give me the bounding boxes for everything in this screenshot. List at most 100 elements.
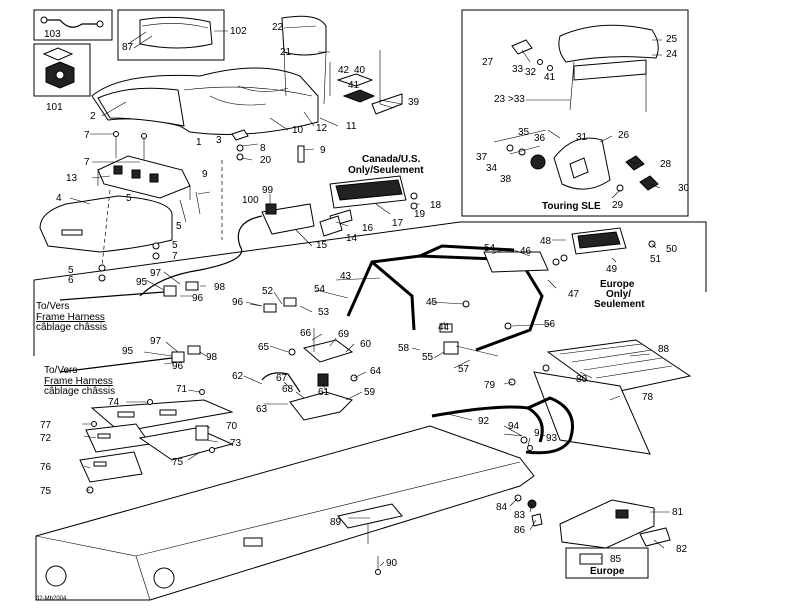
seat-assembly bbox=[91, 67, 319, 135]
callout-39: 39 bbox=[408, 97, 420, 108]
callout-81: 81 bbox=[672, 507, 684, 518]
callout-20: 20 bbox=[260, 155, 272, 166]
callout-42: 42 bbox=[338, 65, 350, 76]
callout-21: 21 bbox=[280, 47, 292, 58]
callout-91: 91 bbox=[534, 428, 546, 439]
tray-4 bbox=[39, 195, 173, 253]
callout-38: 38 bbox=[500, 174, 512, 185]
callout-61: 61 bbox=[318, 387, 330, 398]
callout-78: 78 bbox=[642, 392, 654, 403]
callout-73: 73 bbox=[230, 438, 242, 449]
callout-44: 44 bbox=[438, 322, 450, 333]
callout-49: 49 bbox=[606, 264, 618, 275]
region-touring-sle: Touring SLE bbox=[542, 201, 601, 212]
callout-32: 32 bbox=[525, 67, 537, 78]
callout-35: 35 bbox=[518, 127, 530, 138]
callout-23: 23 >33 bbox=[494, 94, 525, 105]
rack-hardware bbox=[439, 300, 512, 357]
callout-33: 33 bbox=[512, 64, 524, 75]
callout-96-c: 96 bbox=[172, 361, 184, 372]
callout-8: 8 bbox=[260, 143, 266, 154]
callout-64: 64 bbox=[370, 366, 382, 377]
callout-68: 68 bbox=[282, 384, 294, 395]
callout-29: 29 bbox=[612, 200, 624, 211]
callout-103: 103 bbox=[44, 29, 61, 40]
callout-3: 3 bbox=[216, 135, 222, 146]
bracket-60 bbox=[261, 328, 358, 421]
plate-76 bbox=[79, 451, 143, 483]
callout-75-a: 75 bbox=[172, 457, 184, 468]
frame-103 bbox=[33, 9, 113, 41]
callout-95-b: 95 bbox=[122, 346, 134, 357]
bracket-101 bbox=[42, 47, 75, 89]
callout-66: 66 bbox=[300, 328, 312, 339]
callout-41-b: 41 bbox=[348, 80, 360, 91]
guard-81 bbox=[514, 494, 671, 549]
frame-rack-section bbox=[33, 221, 707, 356]
callout-13: 13 bbox=[66, 173, 78, 184]
pad-87 bbox=[127, 31, 153, 49]
callout-41-a: 41 bbox=[544, 72, 556, 83]
callout-58-a: 58 bbox=[398, 343, 410, 354]
touring-sle-parts bbox=[493, 24, 659, 192]
callout-96-b: 96 bbox=[232, 297, 244, 308]
harness-labels: To/Vers Frame Harness câblage châssis To… bbox=[36, 301, 115, 397]
callout-82: 82 bbox=[676, 544, 688, 555]
callout-17: 17 bbox=[392, 218, 404, 229]
callout-99: 99 bbox=[262, 185, 274, 196]
callout-77: 77 bbox=[40, 420, 52, 431]
plate-85 bbox=[579, 553, 603, 565]
callout-7-a: 7 bbox=[84, 130, 90, 141]
frame-101 bbox=[33, 43, 91, 97]
callout-5-d: 5 bbox=[68, 265, 74, 276]
tunnel-frame bbox=[35, 425, 535, 601]
region-labels: Canada/U.S. Only/Seulement Touring SLE E… bbox=[348, 154, 645, 577]
callouts: 103 102 87 101 22 21 25 24 27 33 32 41 4… bbox=[40, 22, 690, 569]
callout-30: 30 bbox=[678, 183, 690, 194]
callout-10: 10 bbox=[292, 125, 304, 136]
region-canada-us-line2: Only/Seulement bbox=[348, 165, 424, 176]
bolts-89-90 bbox=[367, 524, 381, 575]
callout-45: 45 bbox=[426, 297, 438, 308]
doc-reference: 32-Mb2004 bbox=[36, 596, 67, 602]
callout-69: 69 bbox=[338, 329, 350, 340]
callout-83: 83 bbox=[514, 510, 526, 521]
callout-59: 59 bbox=[364, 387, 376, 398]
callout-85: 85 bbox=[610, 554, 622, 565]
callout-18: 18 bbox=[430, 200, 442, 211]
cushion-102 bbox=[139, 16, 213, 49]
callout-1: 1 bbox=[196, 137, 202, 148]
callout-98-a: 98 bbox=[214, 282, 226, 293]
fasteners-5-6 bbox=[98, 191, 201, 282]
hardware-75 bbox=[86, 389, 215, 494]
clip-103 bbox=[40, 16, 104, 28]
callout-48: 48 bbox=[540, 236, 552, 247]
callout-25: 25 bbox=[666, 34, 678, 45]
callout-97-a: 97 bbox=[150, 268, 162, 279]
callout-50: 50 bbox=[666, 244, 678, 255]
connectors-95-98 bbox=[59, 281, 201, 373]
callout-9-b: 9 bbox=[202, 169, 208, 180]
callout-54-b: 54 bbox=[314, 284, 326, 295]
callout-62: 62 bbox=[232, 371, 244, 382]
callout-37: 37 bbox=[476, 152, 488, 163]
callout-9-a: 9 bbox=[320, 145, 326, 156]
callout-74: 74 bbox=[108, 397, 120, 408]
callout-94: 94 bbox=[508, 421, 520, 432]
flap-88-80-78 bbox=[508, 339, 692, 455]
callout-89: 89 bbox=[330, 517, 342, 528]
callout-40: 40 bbox=[354, 65, 366, 76]
callout-102: 102 bbox=[230, 26, 247, 37]
rack-light-49 bbox=[552, 227, 656, 266]
callout-93: 93 bbox=[546, 433, 558, 444]
tail-light-17 bbox=[319, 175, 418, 237]
harness-1-line3: câblage châssis bbox=[36, 322, 107, 333]
callout-67: 67 bbox=[276, 373, 288, 384]
callout-55: 55 bbox=[422, 352, 434, 363]
callout-47: 47 bbox=[568, 289, 580, 300]
callout-56: 56 bbox=[544, 319, 556, 330]
bumper-92 bbox=[431, 396, 574, 455]
region-europe-only-line2: Only/ bbox=[606, 289, 631, 300]
callout-79: 79 bbox=[484, 380, 496, 391]
